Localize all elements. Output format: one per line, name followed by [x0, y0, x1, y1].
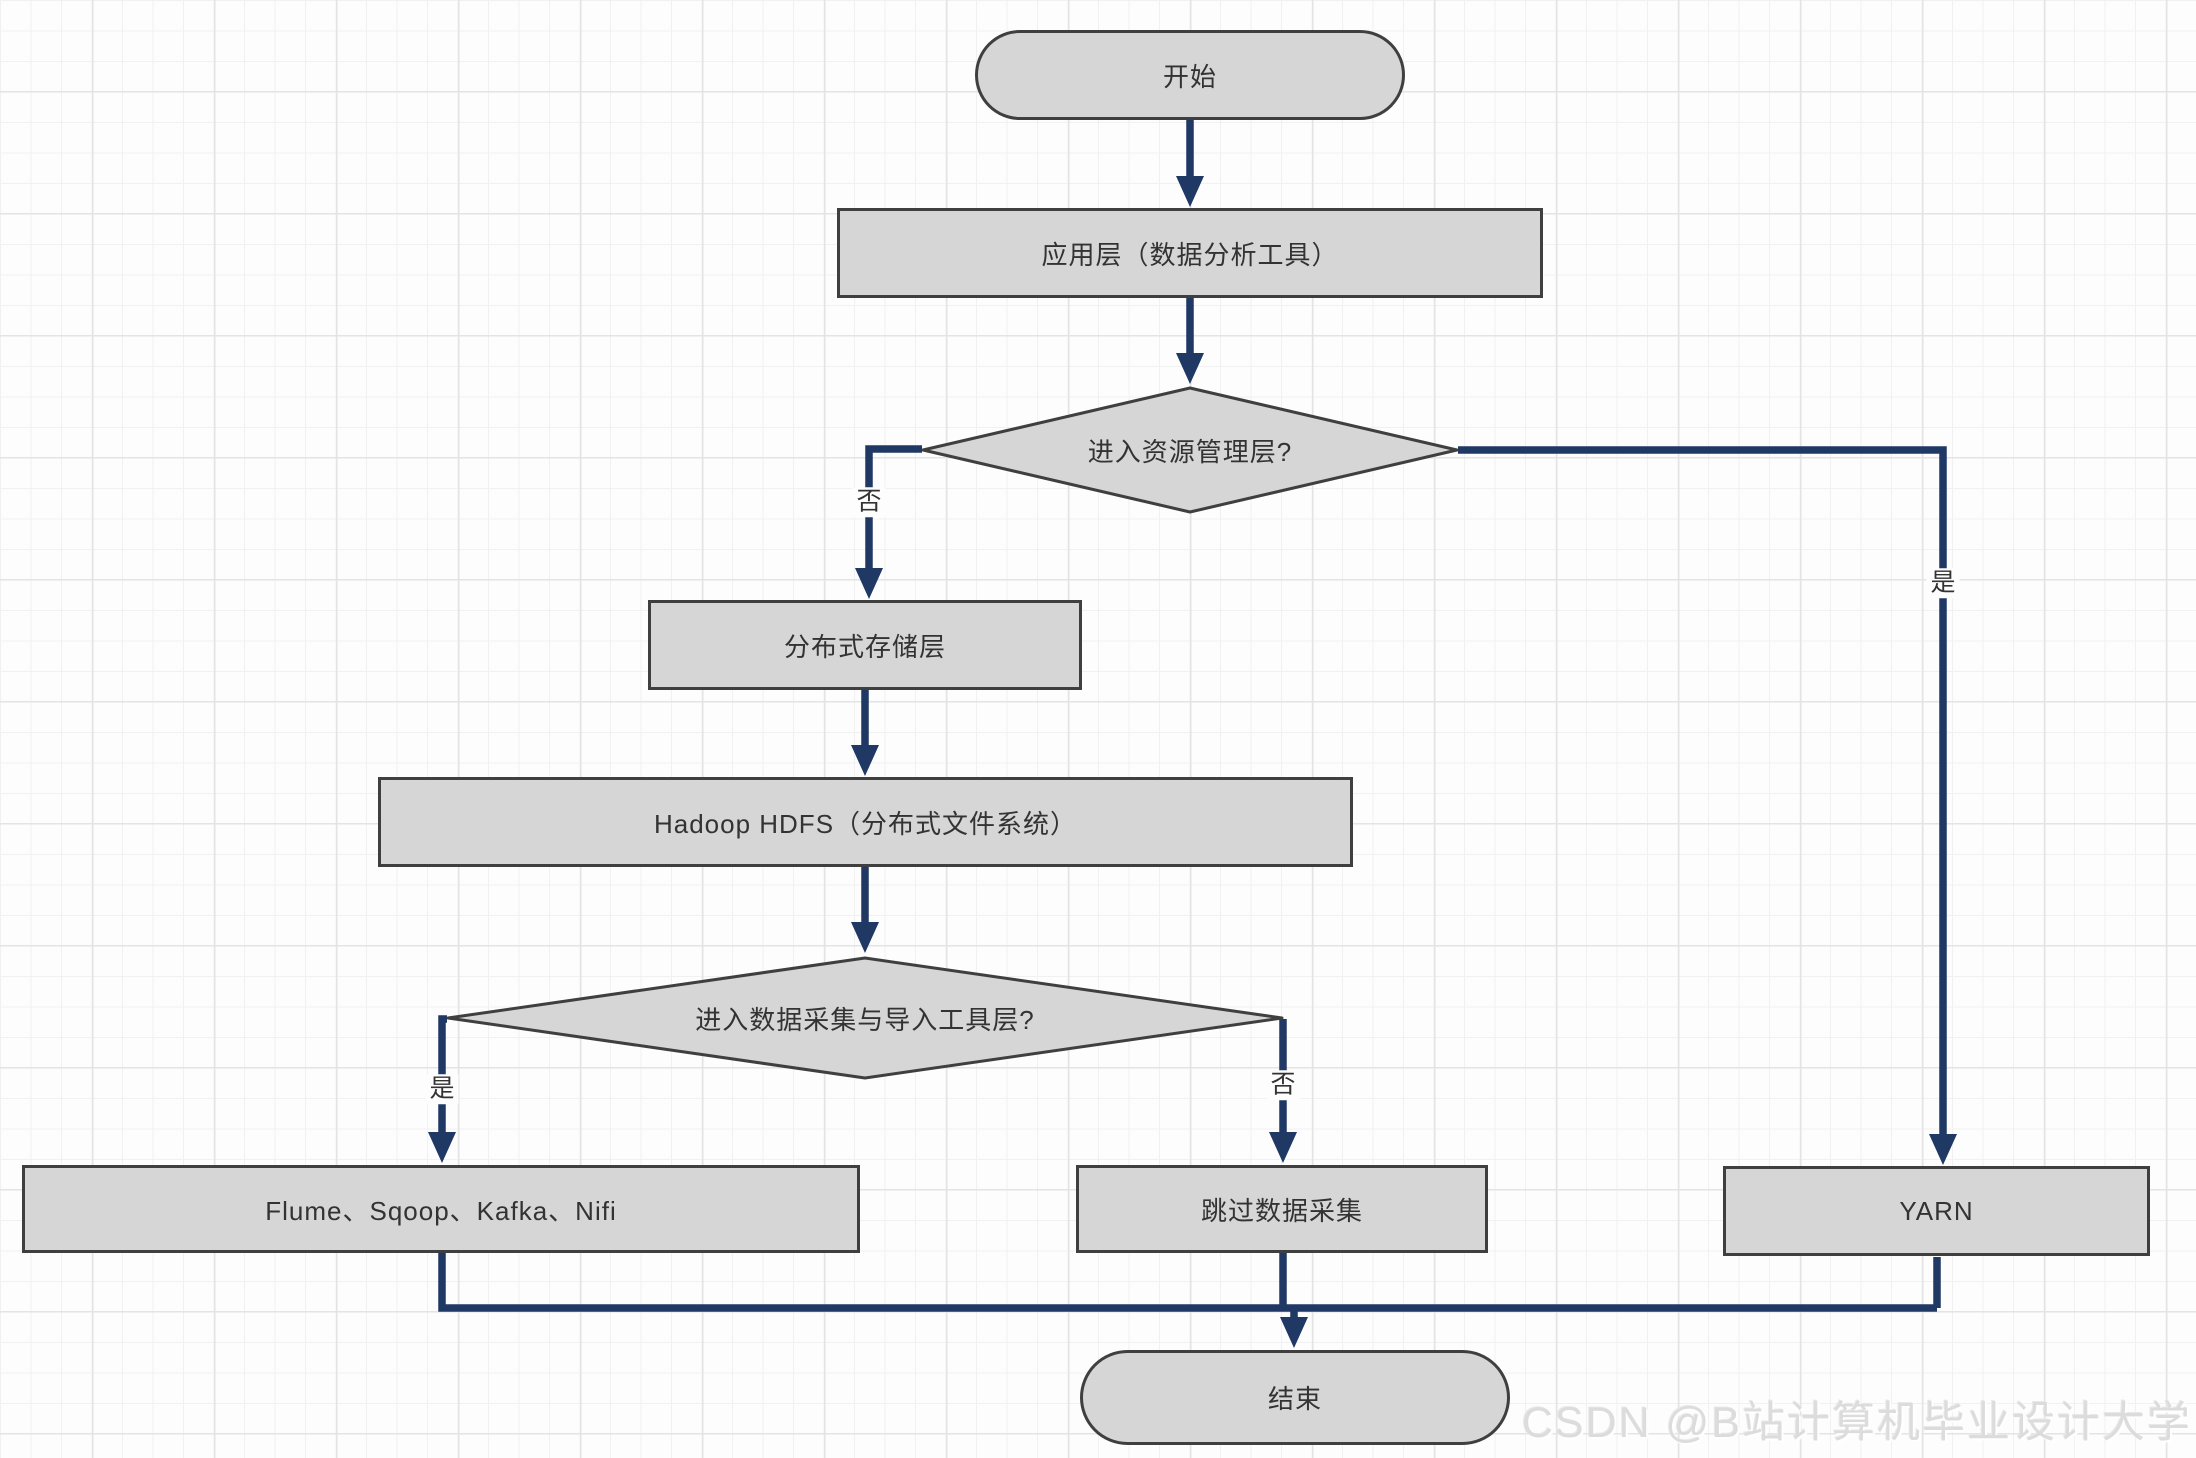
- arrowhead-decision1: [1176, 353, 1204, 384]
- arrowhead-yarn: [1929, 1134, 1957, 1165]
- start-node: 开始: [975, 30, 1405, 120]
- arrowhead-end: [1280, 1317, 1308, 1348]
- arrowhead-skip: [1269, 1132, 1297, 1163]
- edge-label-collect-yes: 是: [425, 1074, 459, 1104]
- arrowhead-app: [1176, 176, 1204, 207]
- hdfs-node: Hadoop HDFS（分布式文件系统）: [378, 777, 1353, 867]
- edge-label-collect-no: 否: [1266, 1070, 1300, 1100]
- arrowhead-hdfs: [851, 745, 879, 776]
- collect-decision-label: 进入数据采集与导入工具层?: [695, 1004, 1035, 1035]
- arrowhead-decision2: [851, 922, 879, 953]
- diamond-shape: [921, 386, 1459, 514]
- resource-decision-node: 进入资源管理层?: [920, 385, 1460, 515]
- watermark: CSDN @B站计算机毕业设计大学: [1521, 1399, 2192, 1447]
- edge-label-resource-no: 否: [852, 487, 886, 517]
- resource-decision-label: 进入资源管理层?: [1087, 436, 1293, 467]
- skip-collect-node: 跳过数据采集: [1076, 1165, 1488, 1253]
- storage-layer-node: 分布式存储层: [648, 600, 1082, 690]
- arrowhead-storage: [855, 568, 883, 599]
- end-node: 结束: [1080, 1350, 1510, 1445]
- diamond-shape: [446, 956, 1284, 1080]
- arrowhead-flume: [428, 1132, 456, 1163]
- edge-flume-merge: [438, 1253, 1937, 1312]
- app-layer-node: 应用层（数据分析工具）: [837, 208, 1543, 298]
- collect-decision-node: 进入数据采集与导入工具层?: [445, 955, 1285, 1081]
- edge-decision1-yes: [1458, 446, 1947, 1136]
- edge-label-resource-yes: 是: [1926, 568, 1960, 598]
- yarn-node: YARN: [1723, 1166, 2150, 1256]
- collect-tools-node: Flume、Sqoop、Kafka、Nifi: [22, 1165, 860, 1253]
